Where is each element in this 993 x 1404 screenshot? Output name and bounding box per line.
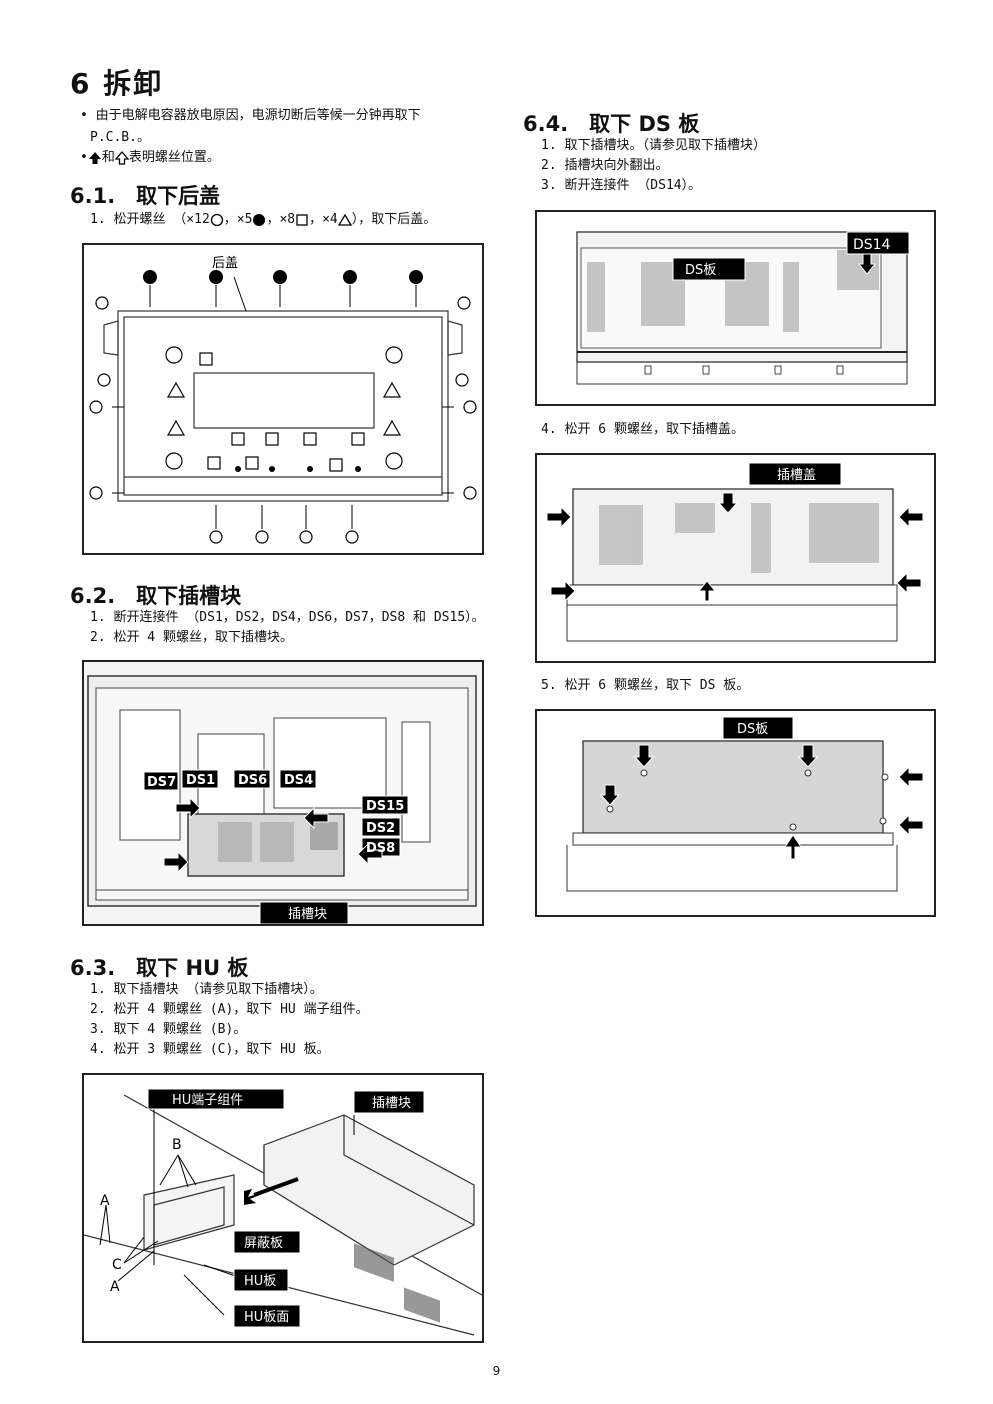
label-ds2: DS2 — [366, 821, 395, 836]
label-hu-terminal: HU端子组件 — [172, 1093, 243, 1108]
figure-ds-board-flip: DS14 DS板 — [535, 210, 936, 406]
circle-screw-icon — [210, 213, 223, 226]
triangle-screw-icon — [337, 213, 352, 226]
label-c: C — [112, 1257, 122, 1273]
s62-step2: 2. 松开 4 颗螺丝，取下插槽块。 — [90, 630, 293, 645]
label-ds-board: DS板 — [737, 722, 768, 737]
label-ds14: DS14 — [853, 237, 891, 253]
intro-bullet: • — [80, 150, 88, 165]
s64-step5: 5. 松开 6 颗螺丝，取下 DS 板。 — [541, 678, 750, 693]
figure-hu-board: HU端子组件 插槽块 屏蔽板 HU板 HU板面 B A C A — [82, 1073, 484, 1343]
s63-step4: 4. 松开 3 颗螺丝 (C)，取下 HU 板。 — [90, 1042, 330, 1057]
filled-circle-screw-icon — [253, 213, 266, 226]
section-6-3-title: 6.3. 取下 HU 板 — [70, 956, 249, 980]
s61-step1-part-d: ，×4 — [309, 212, 338, 227]
intro-line1b: P.C.B.。 — [90, 130, 150, 145]
section-6-4-title: 6.4. 取下 DS 板 — [523, 112, 700, 136]
hollow-arrow-up-icon — [114, 150, 129, 165]
label-hu-board: HU板 — [244, 1274, 276, 1289]
s64-step4: 4. 松开 6 颗螺丝，取下插槽盖。 — [541, 422, 744, 437]
figure-slot-block: DS7 DS1 DS6 DS4 DS15 DS2 DS8 插槽块 — [82, 660, 484, 926]
s61-step1-part-e: ），取下后盖。 — [351, 212, 437, 227]
s62-step1: 1. 断开连接件 （DS1，DS2，DS4，DS6，DS7，DS8 和 DS15… — [90, 610, 485, 625]
figure-slot-cover: 插槽盖 — [535, 453, 936, 663]
s64-step2: 2. 插槽块向外翻出。 — [541, 158, 669, 173]
label-b: B — [172, 1137, 182, 1153]
s61-step1-part-a: 1. 松开螺丝 （×12 — [90, 212, 210, 227]
section-6-2-title: 6.2. 取下插槽块 — [70, 584, 242, 608]
s61-step1-part-b: ，×5 — [223, 212, 253, 227]
label-slot-block: 插槽块 — [288, 907, 327, 922]
label-ds6: DS6 — [238, 773, 267, 788]
label-ds4: DS4 — [284, 773, 313, 788]
s63-step3: 3. 取下 4 颗螺丝 (B)。 — [90, 1022, 247, 1037]
intro-suffix: 表明螺丝位置。 — [128, 150, 220, 165]
intro-and: 和 — [101, 150, 115, 165]
page-number: 9 — [492, 1364, 501, 1378]
s64-step3: 3. 断开连接件 （DS14）。 — [541, 178, 702, 193]
filled-arrow-up-icon — [88, 151, 101, 164]
label-slot-cover: 插槽盖 — [777, 468, 816, 483]
intro-line1: • 由于电解电容器放电原因，电源切断后等候一分钟再取下 — [80, 108, 421, 123]
label-ds1: DS1 — [186, 773, 215, 788]
label-ds7: DS7 — [147, 775, 176, 790]
label-ds15: DS15 — [366, 799, 404, 814]
label-hu-face: HU板面 — [244, 1310, 289, 1325]
figure-rear-cover: 后盖 — [82, 243, 484, 555]
label-a-bottom: A — [110, 1279, 120, 1295]
label-a-top: A — [100, 1193, 110, 1209]
figure-ds-board: DS板 — [535, 709, 936, 917]
square-screw-icon — [296, 213, 308, 226]
section-6-1-title: 6.1. 取下后盖 — [70, 184, 221, 208]
intro-line2: • 和表明螺丝位置。 — [80, 148, 220, 168]
rear-cover-label: 后盖 — [212, 256, 238, 271]
label-shield: 屏蔽板 — [244, 1236, 283, 1251]
s63-step1: 1. 取下插槽块 （请参见取下插槽块）。 — [90, 982, 323, 997]
chapter-title: 6 拆卸 — [70, 67, 164, 100]
label-ds8: DS8 — [366, 841, 395, 856]
s61-step1-part-c: ，×8 — [266, 212, 296, 227]
s63-step2: 2. 松开 4 颗螺丝 (A)，取下 HU 端子组件。 — [90, 1002, 369, 1017]
label-ds-board-top: DS板 — [685, 263, 716, 278]
label-hu-slot-block: 插槽块 — [372, 1096, 411, 1111]
s64-step1: 1. 取下插槽块。（请参见取下插槽块） — [541, 138, 766, 153]
s61-step1: 1. 松开螺丝 （×12 ，×5 ，×8 ，×4 ），取下后盖。 — [90, 210, 436, 230]
